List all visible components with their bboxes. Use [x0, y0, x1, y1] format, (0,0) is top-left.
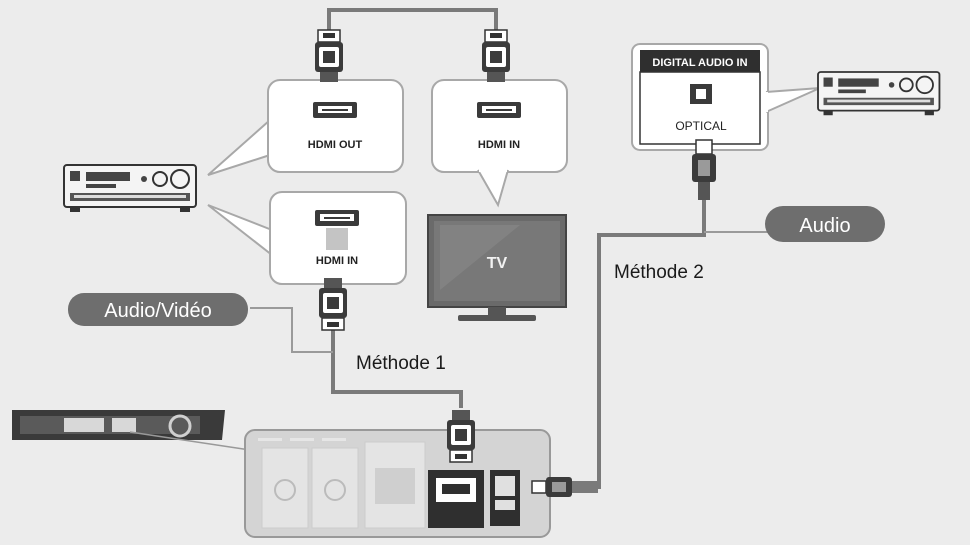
audio-video-label: Audio/Vidéo: [104, 300, 212, 322]
hdmi-in-tv-label: HDMI IN: [478, 139, 520, 151]
hdmi-plug-icon: [314, 29, 344, 83]
hdmi-in-receiver-port-icon: [315, 210, 359, 226]
tv-icon: [427, 214, 567, 321]
hdmi-out-port-icon: [313, 102, 357, 118]
hdmi-out-callout: [267, 79, 404, 173]
hdmi-cable-receiver-to-tv: [327, 8, 498, 30]
hdmi-in-receiver-label: HDMI IN: [316, 255, 358, 267]
optical-label: OPTICAL: [675, 119, 727, 133]
audio-video-pill: [68, 293, 248, 326]
method-1-label: Méthode 1: [356, 353, 446, 374]
blu-ray-player-icon: [12, 410, 251, 451]
av-receiver-icon: [817, 71, 941, 117]
hdmi-in-tv-port-icon: [477, 102, 521, 118]
hdmi-plug-icon: [318, 277, 348, 331]
method-2-label: Méthode 2: [614, 262, 704, 283]
optical-plug-icon: [692, 139, 716, 200]
optical-cable-method-2: [575, 200, 706, 489]
hdmi-cable-method-1: [331, 328, 463, 408]
hdmi-in-tv-callout: [431, 79, 568, 173]
tv-label: TV: [487, 255, 508, 272]
audio-label: Audio: [799, 215, 850, 237]
digital-audio-in-label: DIGITAL AUDIO IN: [652, 57, 747, 69]
av-receiver-icon: [63, 164, 197, 213]
hdmi-plug-icon: [481, 29, 511, 83]
audio-pill: [765, 206, 885, 242]
optical-plug-icon: [531, 477, 598, 497]
hdmi-plug-icon: [446, 409, 476, 463]
hdmi-out-label: HDMI OUT: [308, 139, 363, 151]
